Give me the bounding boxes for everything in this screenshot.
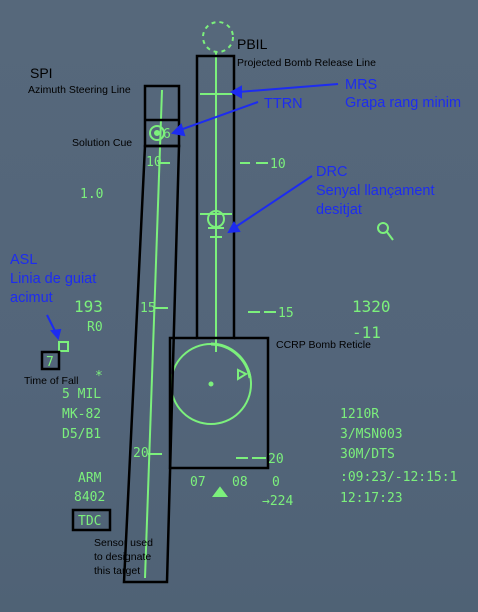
tdc-label: TDC (78, 514, 101, 529)
heading-value: 193 (74, 297, 103, 316)
mrs-label-2: Grapa rang minim (345, 95, 461, 111)
ladder-20-right-label: 20 (268, 452, 284, 467)
ladder-20-left-label: 20 (133, 446, 149, 461)
pbil-title: PBIL (237, 36, 268, 52)
ladder-10-right-label: 10 (270, 157, 286, 172)
ladder-15-right-label: 15 (278, 306, 294, 321)
code-value: 8402 (74, 490, 105, 505)
asl-marker (58, 341, 69, 352)
time-of-fall-value: 7 (46, 355, 54, 370)
pbil-origin-circle (202, 21, 234, 53)
mrs-arrow (237, 83, 339, 93)
arm-status: ARM (78, 471, 102, 486)
altitude-value: 1320 (352, 297, 391, 316)
mil-value: 5 MIL (62, 387, 101, 402)
pbil-box (195, 54, 236, 340)
spi-title: SPI (30, 65, 53, 81)
asl-label-2: Linia de guiat (10, 271, 96, 287)
solution-cue-label: Solution Cue (72, 137, 132, 149)
spi-line (144, 89, 163, 579)
dts-value: 30M/DTS (340, 447, 395, 462)
sensor-label-1: Sensor used (94, 537, 153, 549)
sensor-label-2: to designate (94, 551, 151, 563)
bottom-07: 07 (190, 475, 206, 490)
asl-label-1: ASL (10, 252, 37, 268)
asl-label-3: acimut (10, 290, 53, 306)
ccrp-reticle-box (168, 336, 270, 470)
ttrn-label: TTRN (264, 96, 303, 112)
r0-value: R0 (87, 320, 103, 335)
drc-label-2: Senyal llançament (316, 183, 435, 199)
profile-value: D5/B1 (62, 427, 101, 442)
mrs-label-1: MRS (345, 77, 377, 93)
ladder-10-left-label: 10 (146, 155, 162, 170)
bottom-224: →224 (262, 494, 293, 509)
bottom-08: 08 (232, 475, 248, 490)
drc-arrow (233, 175, 313, 229)
drc-label-1: DRC (316, 164, 347, 180)
times-value: :09:23/-12:15:1 (340, 470, 457, 485)
g-load: 1.0 (80, 187, 103, 202)
spi-box (122, 144, 181, 584)
spi-desc: Azimuth Steering Line (28, 84, 131, 96)
ccrp-reticle-label: CCRP Bomb Reticle (276, 339, 371, 351)
minus11-value: -11 (352, 323, 381, 342)
tdc-box (71, 508, 112, 532)
time-of-fall-box (40, 350, 61, 371)
solution-cue (149, 125, 165, 141)
sensor-label-3: this target (94, 565, 140, 577)
clock-value: 12:17:23 (340, 491, 403, 506)
bottom-0: 0 (272, 475, 280, 490)
time-of-fall-label: Time of Fall (24, 375, 78, 387)
ttrn-arrow (179, 101, 259, 131)
star-symbol: * (95, 369, 103, 384)
ttrn-value: 6 (163, 127, 171, 142)
range-value: 1210R (340, 407, 379, 422)
weapon-value: MK-82 (62, 407, 101, 422)
pbil-desc: Projected Bomb Release Line (237, 57, 376, 69)
ladder-15-left-label: 15 (140, 301, 156, 316)
msn-value: 3/MSN003 (340, 427, 403, 442)
drc-label-3: desitjat (316, 202, 362, 218)
